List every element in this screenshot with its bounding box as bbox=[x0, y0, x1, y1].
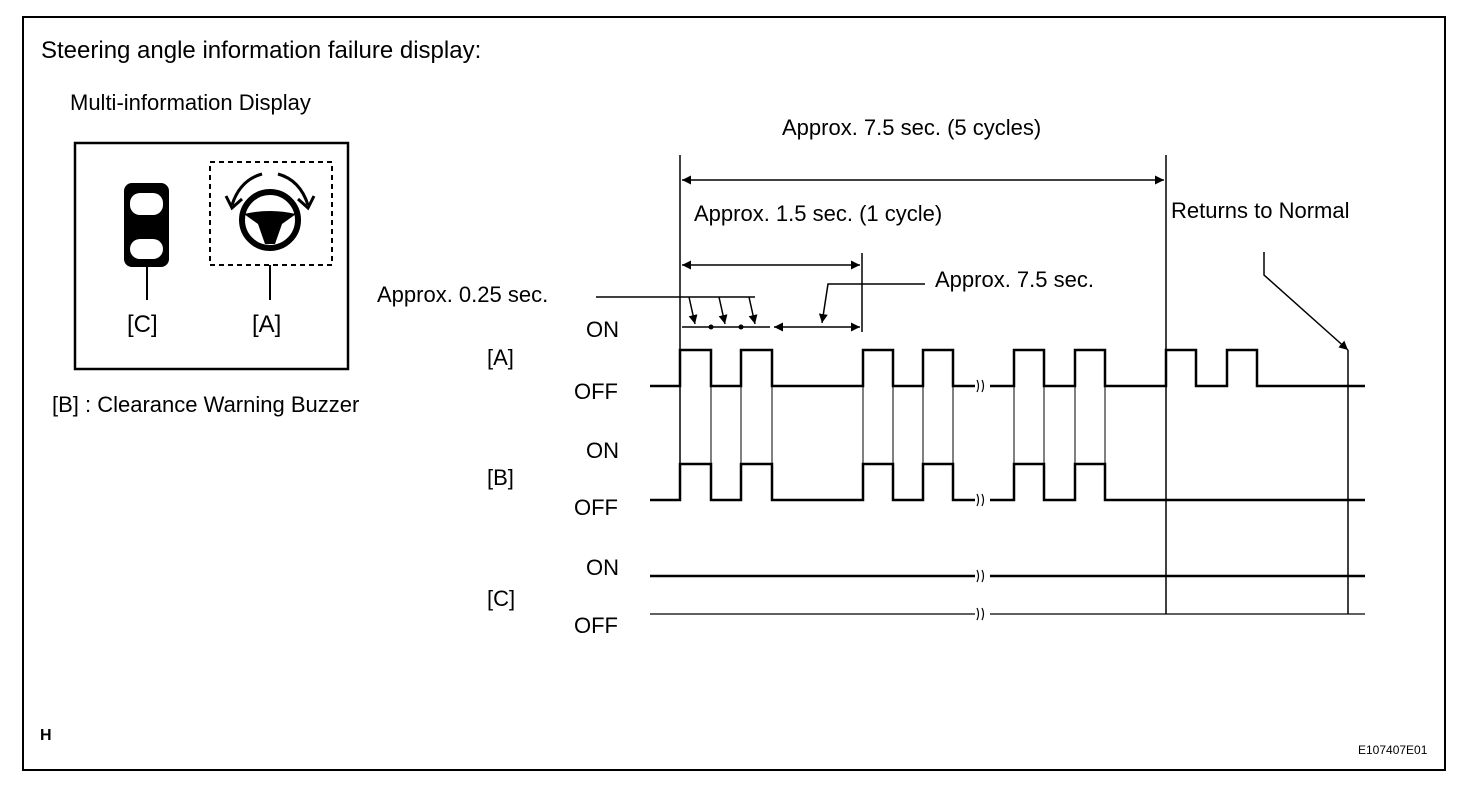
signal-c-on: ON bbox=[586, 555, 619, 580]
vehicle-top-view-icon bbox=[124, 183, 169, 267]
signal-c-off: OFF bbox=[574, 613, 618, 638]
corner-code: H bbox=[40, 727, 52, 744]
off-period-leader-line bbox=[818, 283, 925, 324]
signal-a-on: ON bbox=[586, 317, 619, 342]
c-icon-label: [C] bbox=[127, 311, 158, 338]
signal-b-name: [B] bbox=[487, 465, 514, 490]
signal-b-off: OFF bbox=[574, 495, 618, 520]
pulse-duration-label: Approx. 0.25 sec. bbox=[377, 282, 549, 307]
multi-info-display-box bbox=[73, 141, 350, 371]
signal-c-name: [C] bbox=[487, 586, 516, 611]
steering-wheel-warning-icon bbox=[224, 172, 316, 251]
figure-code: E107407E01 bbox=[1358, 743, 1428, 757]
a-icon-label: [A] bbox=[252, 311, 282, 338]
returns-leader-line bbox=[1263, 252, 1349, 351]
total-duration-label: Approx. 7.5 sec. (5 cycles) bbox=[782, 115, 1042, 140]
waveform-b bbox=[650, 462, 1365, 502]
waveform-a bbox=[650, 348, 1365, 388]
off-period-label: Approx. 7.5 sec. bbox=[935, 267, 1094, 292]
legend-b: [B] : Clearance Warning Buzzer bbox=[52, 392, 360, 417]
waveform-c bbox=[650, 574, 1365, 615]
signal-b-on: ON bbox=[586, 438, 619, 463]
display-label: Multi-information Display bbox=[70, 90, 311, 115]
signal-a-name: [A] bbox=[487, 345, 514, 370]
returns-to-normal-label: Returns to Normal bbox=[1171, 198, 1350, 223]
break-marks bbox=[976, 379, 985, 621]
a-dashed-frame bbox=[209, 161, 333, 266]
diagram-title: Steering angle information failure displ… bbox=[41, 37, 482, 64]
diagram-frame bbox=[22, 16, 1446, 771]
signal-a-off: OFF bbox=[574, 379, 618, 404]
cycle-duration-label: Approx. 1.5 sec. (1 cycle) bbox=[694, 201, 943, 226]
